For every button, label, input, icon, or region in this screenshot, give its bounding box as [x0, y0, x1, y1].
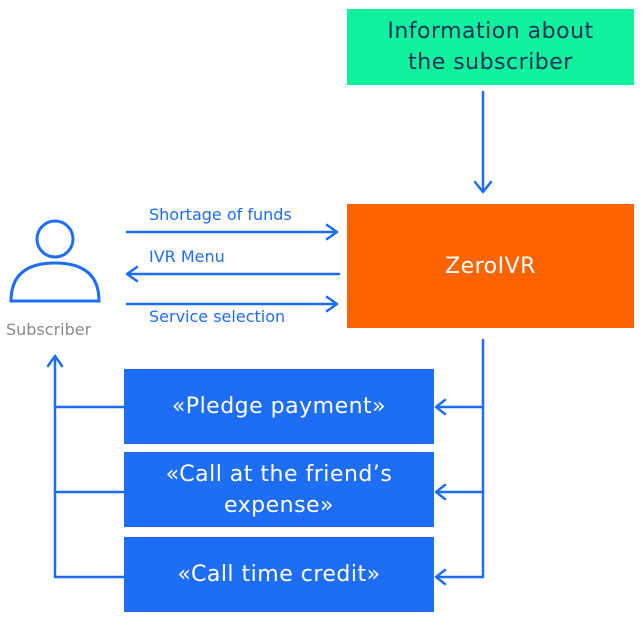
ivr-menu-label: IVR Menu: [149, 247, 225, 266]
option-call-time-credit: «Call time credit»: [124, 537, 434, 612]
subscriber-person-icon: [9, 219, 101, 303]
info-box-line-2: the subscriber: [408, 50, 573, 75]
option-line-1: «Pledge payment»: [171, 394, 387, 419]
subscriber-label: Subscriber: [6, 320, 92, 339]
shortage-of-funds-label: Shortage of funds: [149, 205, 292, 224]
option-pledge-payment: «Pledge payment»: [124, 369, 434, 444]
subscriber-info-box: Information about the subscriber: [347, 9, 634, 85]
service-selection-label: Service selection: [149, 307, 286, 326]
zeroivr-label: ZeroIVR: [445, 253, 536, 279]
option-line-2: expense»: [223, 492, 335, 518]
option-line-1: «Call at the friend’s: [165, 461, 393, 487]
info-box-line-1: Information about: [387, 19, 594, 44]
zeroivr-box: ZeroIVR: [347, 204, 634, 328]
option-line-1: «Call time credit»: [177, 562, 381, 587]
option-call-at-friends-expense: «Call at the friend’s expense»: [124, 452, 434, 527]
